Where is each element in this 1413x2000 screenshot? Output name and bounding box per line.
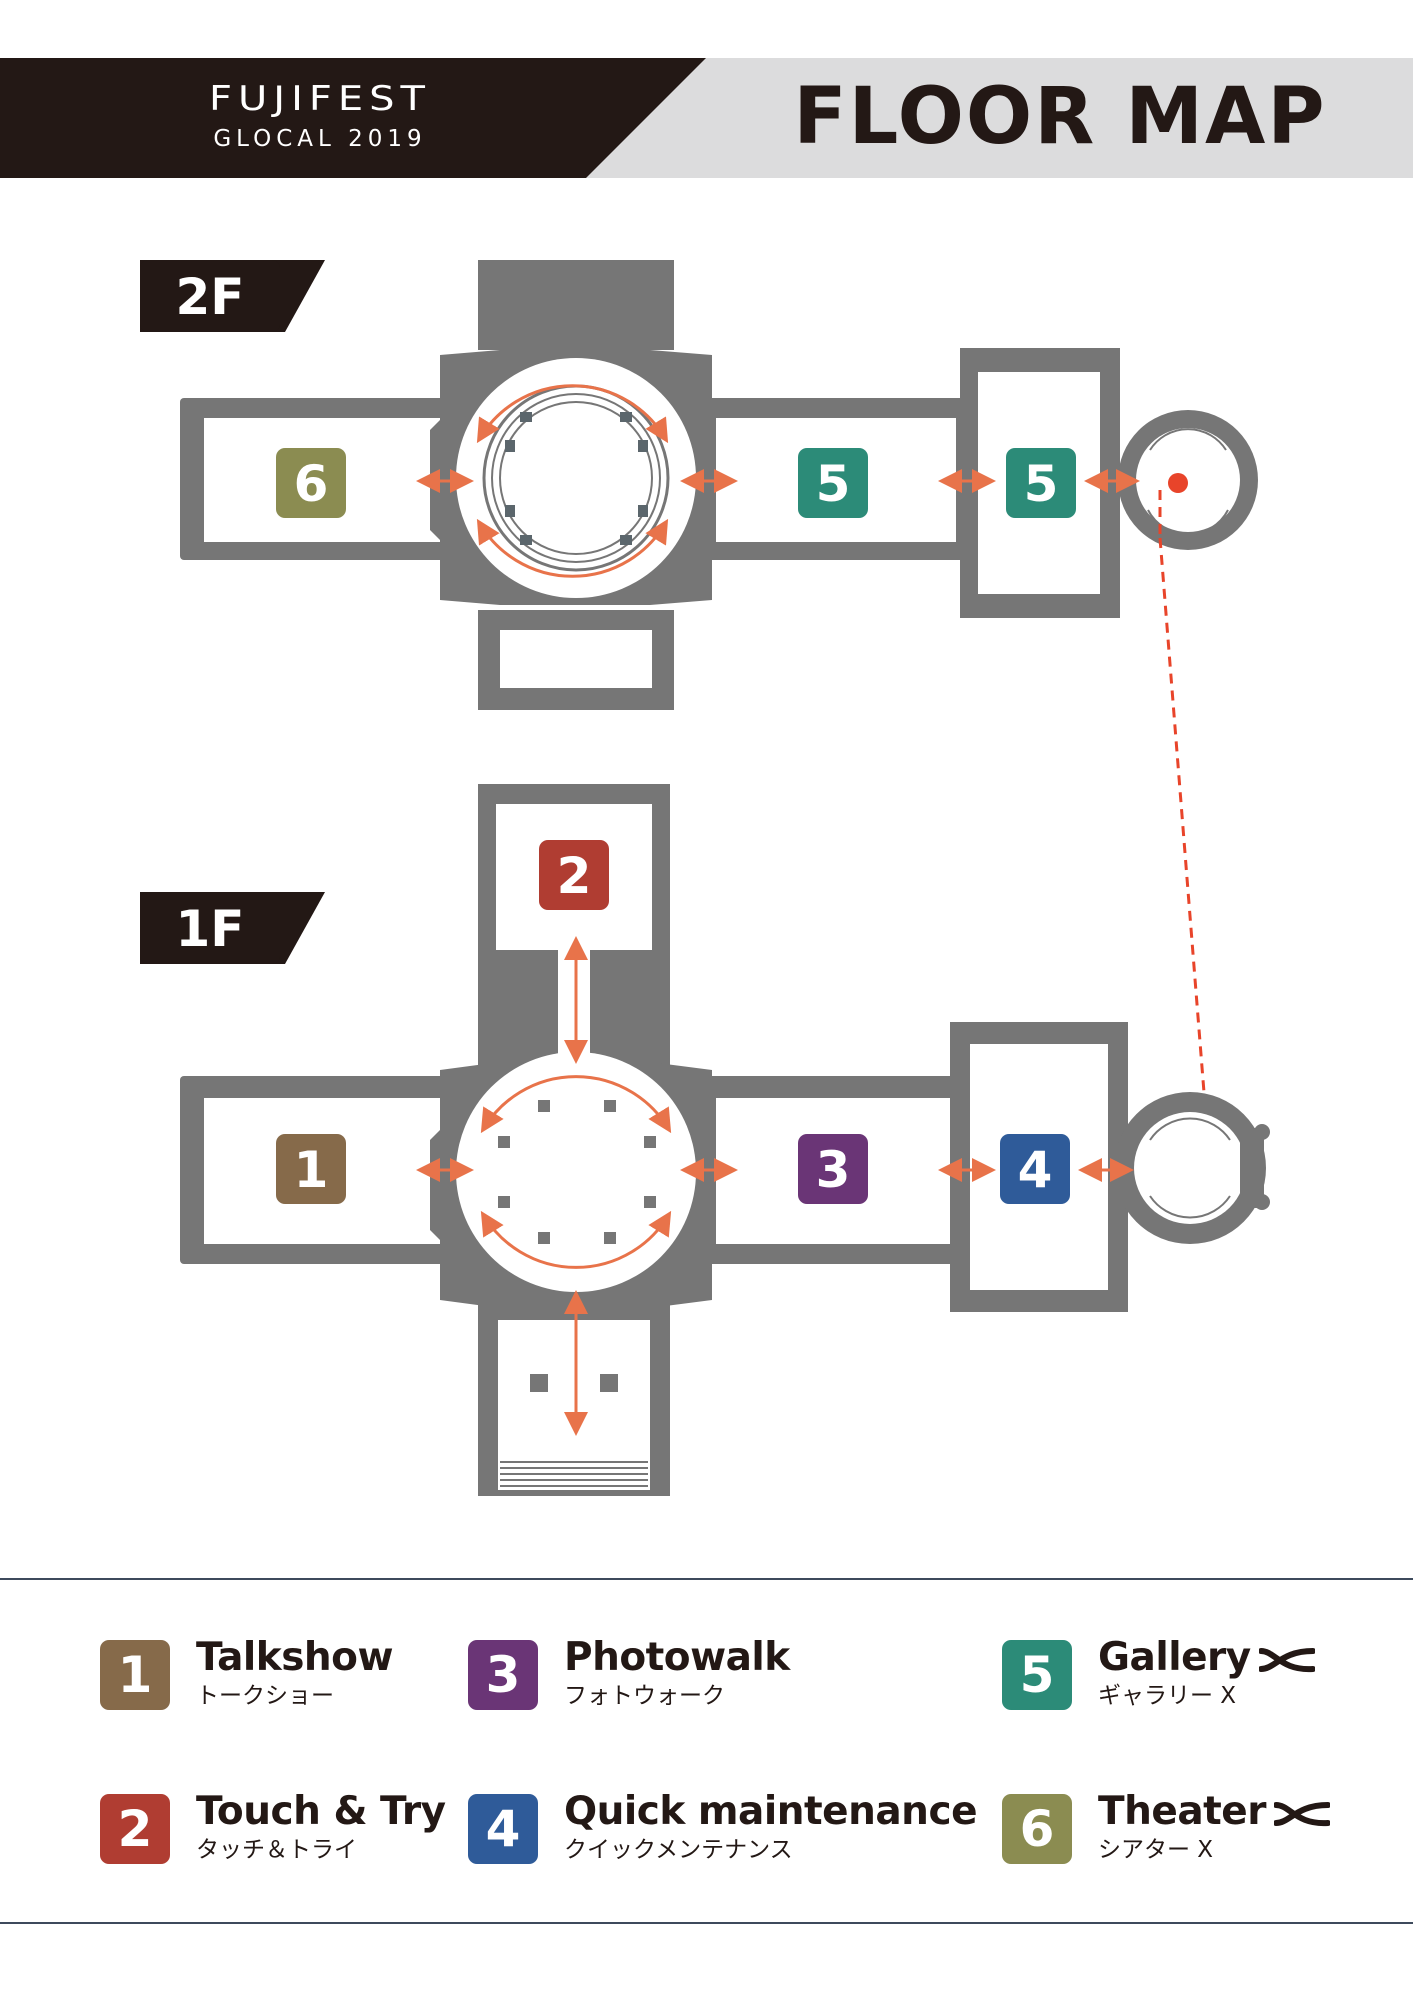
header-banner [0, 58, 1413, 178]
legend-badge: 5 [1002, 1640, 1072, 1710]
legend-subtitle: クイックメンテナンス [564, 1837, 793, 1863]
legend-title-row: Theater [1098, 1790, 1330, 1834]
room-badge-1: 1 [276, 1134, 346, 1204]
x-series-icon [1273, 1801, 1330, 1826]
legend-title: Touch & Try [196, 1789, 446, 1834]
svg-text:4: 4 [1018, 1141, 1053, 1199]
floor-2f-tag: 2F [140, 260, 325, 332]
room-badge-6: 6 [276, 448, 346, 518]
floor-1f-arrows [416, 936, 1134, 1436]
stairs-connector [1158, 473, 1222, 1178]
svg-text:6: 6 [294, 455, 329, 513]
svg-text:2: 2 [557, 847, 592, 905]
legend-title: Gallery [1098, 1635, 1251, 1680]
floor-2f-arrows [416, 384, 1140, 578]
room-badge-4: 4 [1000, 1134, 1070, 1204]
legend-subtitle: タッチ＆トライ [196, 1837, 357, 1863]
floor-1f-label: 1F [176, 900, 245, 958]
legend-bottom-rule [0, 1922, 1413, 1924]
room-badge-3: 3 [798, 1134, 868, 1204]
tower-stairs-1f [1149, 1117, 1231, 1219]
legend-title: Talkshow [196, 1635, 394, 1680]
header-background [0, 58, 1413, 178]
room-badge-5-hall: 5 [1006, 448, 1076, 518]
svg-text:1: 1 [294, 1141, 329, 1199]
legend-badge: 4 [468, 1794, 538, 1864]
legend-subtitle: フォトウォーク [564, 1683, 725, 1709]
floor-map: 2F [140, 260, 1270, 1496]
room-badge-2: 2 [539, 840, 609, 910]
legend-title-row: Gallery [1098, 1636, 1315, 1680]
brand-subtitle: GLOCAL 2019 [213, 126, 427, 152]
page-title: FLOOR MAP [793, 72, 1327, 162]
legend-badge: 3 [468, 1640, 538, 1710]
legend-badge: 6 [1002, 1794, 1072, 1864]
legend-title: Theater [1098, 1789, 1266, 1834]
x-series-icon [1258, 1647, 1315, 1672]
brand-logo: FUJIFEST [209, 79, 431, 119]
svg-text:5: 5 [1024, 455, 1059, 513]
legend-top-rule [0, 1578, 1413, 1580]
room-badge-5: 5 [798, 448, 868, 518]
svg-text:5: 5 [816, 455, 851, 513]
legend-subtitle: トークショー [196, 1683, 334, 1709]
legend-subtitle: ギャラリー X [1098, 1683, 1237, 1709]
entrance-steps [500, 1461, 648, 1487]
legend-badge: 1 [100, 1640, 170, 1710]
floor-1f-tag: 1F [140, 892, 325, 964]
legend-subtitle: シアター X [1098, 1837, 1214, 1863]
floor-2f-label: 2F [176, 268, 245, 326]
legend-title: Photowalk [564, 1635, 790, 1680]
legend-title: Quick maintenance [564, 1789, 978, 1834]
legend-badge: 2 [100, 1794, 170, 1864]
svg-text:3: 3 [816, 1141, 851, 1199]
